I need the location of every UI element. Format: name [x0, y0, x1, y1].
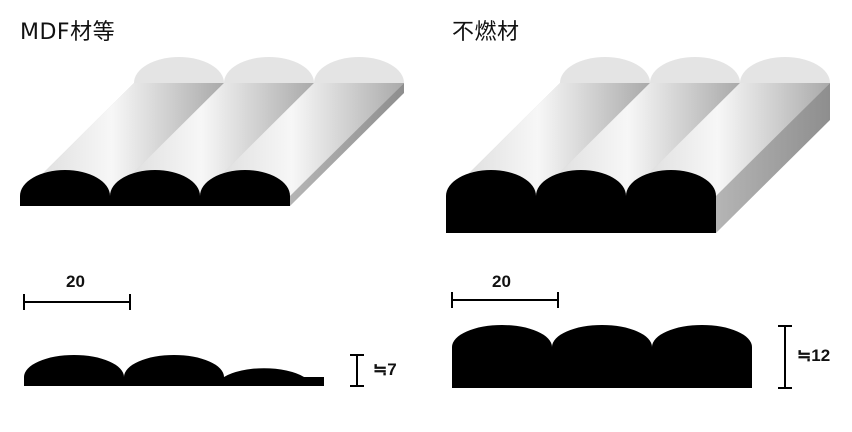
width-label-nonflammable: 20	[492, 272, 511, 291]
thickness-dimension-mdf	[350, 354, 364, 387]
cross-section-nonflammable	[451, 292, 792, 389]
thickness-dimension-nonflammable	[778, 325, 792, 389]
board-3d-nonflammable	[446, 57, 830, 233]
width-label-mdf: 20	[66, 272, 85, 291]
width-dimension-nonflammable	[451, 292, 559, 308]
thickness-label-mdf: ≒7	[373, 360, 397, 379]
board-3d-mdf	[20, 57, 404, 206]
cross-section-mdf	[23, 294, 364, 387]
thickness-label-nonflammable: ≒12	[797, 346, 831, 365]
panel-title-nonflammable: 不燃材	[452, 20, 520, 45]
width-dimension-mdf	[23, 294, 131, 310]
panel-title-mdf: MDF材等	[20, 20, 116, 45]
